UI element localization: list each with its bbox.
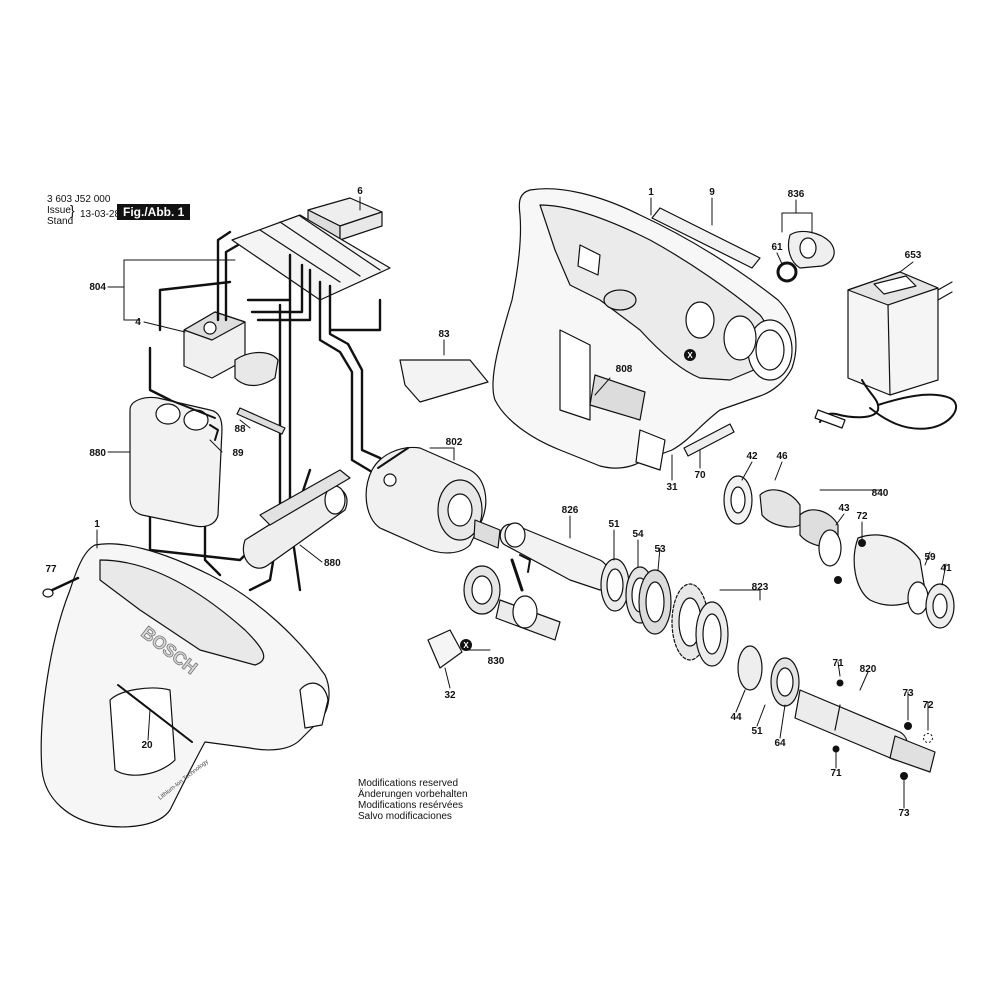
x-marker-clip: X — [460, 639, 472, 651]
cover-strip — [651, 207, 761, 269]
issue-date: 13-03-28 — [80, 209, 121, 220]
callout-61: 61 — [771, 242, 783, 253]
callout-88: 88 — [234, 424, 246, 435]
callout-820: 820 — [860, 664, 877, 675]
callout-826: 826 — [562, 505, 579, 516]
callout-836: 836 — [788, 189, 805, 200]
callout-41: 41 — [940, 563, 952, 574]
switch-cap-assembly — [776, 230, 835, 283]
callout-51-lower: 51 — [751, 726, 763, 737]
battery-cylinder — [242, 469, 351, 569]
callout-802: 802 — [446, 437, 463, 448]
torque-clutch-parts — [723, 475, 955, 629]
callout-77: 77 — [45, 564, 57, 575]
housing-outer-shell — [40, 543, 330, 828]
trigger-switch — [183, 311, 279, 387]
callout-83: 83 — [438, 329, 450, 340]
callout-1-housing: 1 — [94, 519, 100, 530]
figure-tag: Fig./Abb. 1 — [117, 204, 191, 220]
callout-89: 89 — [232, 448, 244, 459]
leaflet-insert — [399, 359, 489, 403]
notice-line: Salvo modificaciones — [358, 811, 452, 822]
notice-line: Änderungen vorbehalten — [358, 789, 468, 800]
brace-glyph: } — [70, 202, 75, 218]
spindle-gear-set — [463, 558, 561, 641]
callout-73-bottom: 73 — [898, 808, 910, 819]
callout-1: 1 — [648, 187, 654, 198]
bearing-rings — [600, 558, 672, 635]
callout-20: 20 — [141, 740, 153, 751]
planetary-tube — [499, 522, 610, 591]
modifications-notice: Modifications reserved Änderungen vorbeh… — [358, 778, 468, 822]
callout-32: 32 — [444, 690, 456, 701]
callout-804: 804 — [89, 282, 106, 293]
callout-880-battery: 880 — [89, 448, 106, 459]
callout-51: 51 — [608, 519, 620, 530]
callout-880-cylinder: 880 — [324, 558, 341, 569]
retaining-clip — [427, 629, 463, 669]
callout-9: 9 — [709, 187, 715, 198]
callout-653: 653 — [905, 250, 922, 261]
svg-text:X: X — [687, 351, 693, 360]
output-spindle — [737, 645, 936, 773]
pin — [683, 423, 735, 457]
charger-unit — [814, 271, 958, 430]
notice-line: Modifications reserved — [358, 778, 459, 789]
callout-46: 46 — [776, 451, 788, 462]
callout-840: 840 — [872, 488, 889, 499]
stand-label: Stand — [47, 216, 74, 227]
fastener-dots — [832, 539, 933, 780]
callout-70: 70 — [694, 470, 706, 481]
callout-72: 72 — [856, 511, 868, 522]
battery-pack — [129, 396, 223, 528]
notice-line: Modifications resérvées — [358, 800, 464, 811]
leader-lines — [96, 196, 947, 809]
callout-6: 6 — [357, 186, 363, 197]
callout-64: 64 — [774, 738, 786, 749]
ring-gear-stack — [671, 583, 729, 667]
callout-823: 823 — [752, 582, 769, 593]
housing-half-shell — [492, 188, 797, 471]
callout-71-bottom: 71 — [830, 768, 842, 779]
callout-4: 4 — [135, 317, 141, 328]
callout-71-top: 71 — [832, 658, 844, 669]
callout-53: 53 — [654, 544, 666, 555]
callout-59: 59 — [924, 552, 936, 563]
callout-44: 44 — [730, 712, 742, 723]
housing-screw — [42, 576, 80, 598]
callout-72-lower: 72 — [922, 700, 934, 711]
callout-31: 31 — [666, 482, 678, 493]
callout-42: 42 — [746, 451, 758, 462]
callout-labels: 1 9 836 61 653 6 804 4 83 808 88 880 89 … — [45, 186, 952, 819]
x-marker-housing: X — [684, 349, 696, 361]
svg-text:X: X — [463, 641, 469, 650]
document-number: 3 603 J52 000 — [47, 194, 111, 205]
issue-label: Issue — [47, 205, 71, 216]
callout-54: 54 — [632, 529, 644, 540]
callout-73-top: 73 — [902, 688, 914, 699]
callout-43: 43 — [838, 503, 850, 514]
callout-808: 808 — [616, 364, 633, 375]
contact-strip — [236, 407, 286, 435]
callout-830: 830 — [488, 656, 505, 667]
motor — [365, 446, 501, 554]
